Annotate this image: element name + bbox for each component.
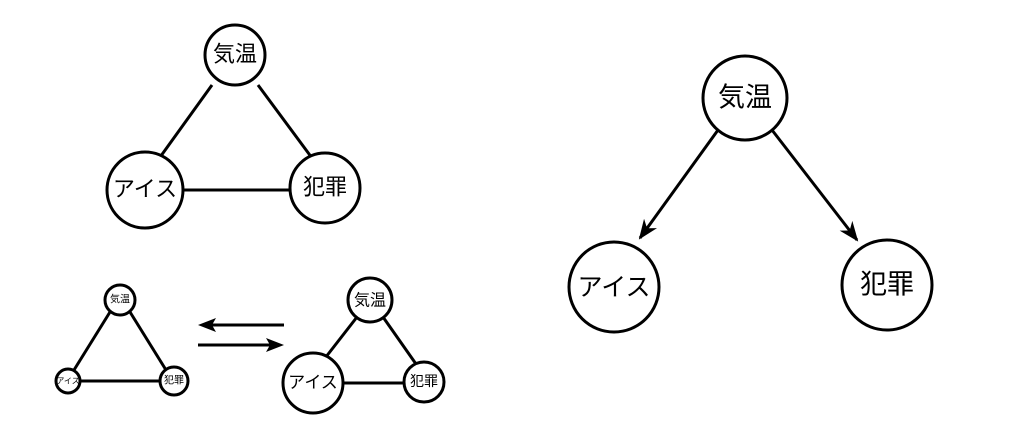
edge-medium-temperature-ice [320, 316, 359, 363]
node-medium-crime-label: 犯罪 [410, 374, 438, 390]
arrow-temperature-to-crime [770, 129, 859, 242]
triangle-small-left: 気温 アイス 犯罪 [54, 283, 190, 397]
edge-temperature-crime [256, 84, 314, 159]
causal-fork: 気温 アイス 犯罪 [567, 54, 934, 334]
edge-small-temperature-ice [72, 311, 112, 371]
arrow-temperature-to-ice [638, 129, 720, 240]
node-crime [288, 151, 362, 225]
node-fork-temperature-label: 気温 [718, 83, 772, 114]
triangle-large: 気温 アイス 犯罪 [105, 23, 362, 230]
node-fork-crime [840, 238, 934, 332]
node-fork-ice [567, 240, 661, 334]
edge-small-temperature-crime [128, 311, 168, 371]
node-ice-label: アイス [113, 178, 177, 203]
node-temperature-label: 気温 [213, 43, 257, 68]
node-fork-temperature [701, 54, 789, 142]
node-medium-temperature [346, 276, 394, 324]
triangle-medium: 気温 アイス 犯罪 [281, 276, 446, 415]
arrowhead-right [266, 338, 284, 352]
node-small-crime [158, 365, 190, 397]
node-temperature [203, 23, 267, 87]
node-small-temperature-label: 気温 [110, 293, 130, 306]
node-medium-ice [281, 351, 345, 415]
node-crime-label: 犯罪 [303, 176, 347, 201]
node-fork-crime-label: 犯罪 [860, 270, 914, 301]
exchange-arrows [198, 318, 284, 352]
node-small-ice [54, 367, 82, 395]
edge-medium-temperature-crime [381, 316, 418, 365]
node-small-crime-label: 犯罪 [164, 375, 184, 387]
node-medium-crime [402, 360, 446, 404]
arrowhead-left [198, 318, 216, 332]
node-medium-temperature-label: 気温 [354, 291, 386, 310]
node-small-ice-label: アイス [56, 377, 79, 386]
edge-temperature-ice [156, 84, 214, 161]
node-medium-ice-label: アイス [288, 373, 338, 393]
node-ice [105, 150, 185, 230]
node-small-temperature [103, 283, 137, 317]
node-fork-ice-label: アイス [577, 273, 650, 302]
